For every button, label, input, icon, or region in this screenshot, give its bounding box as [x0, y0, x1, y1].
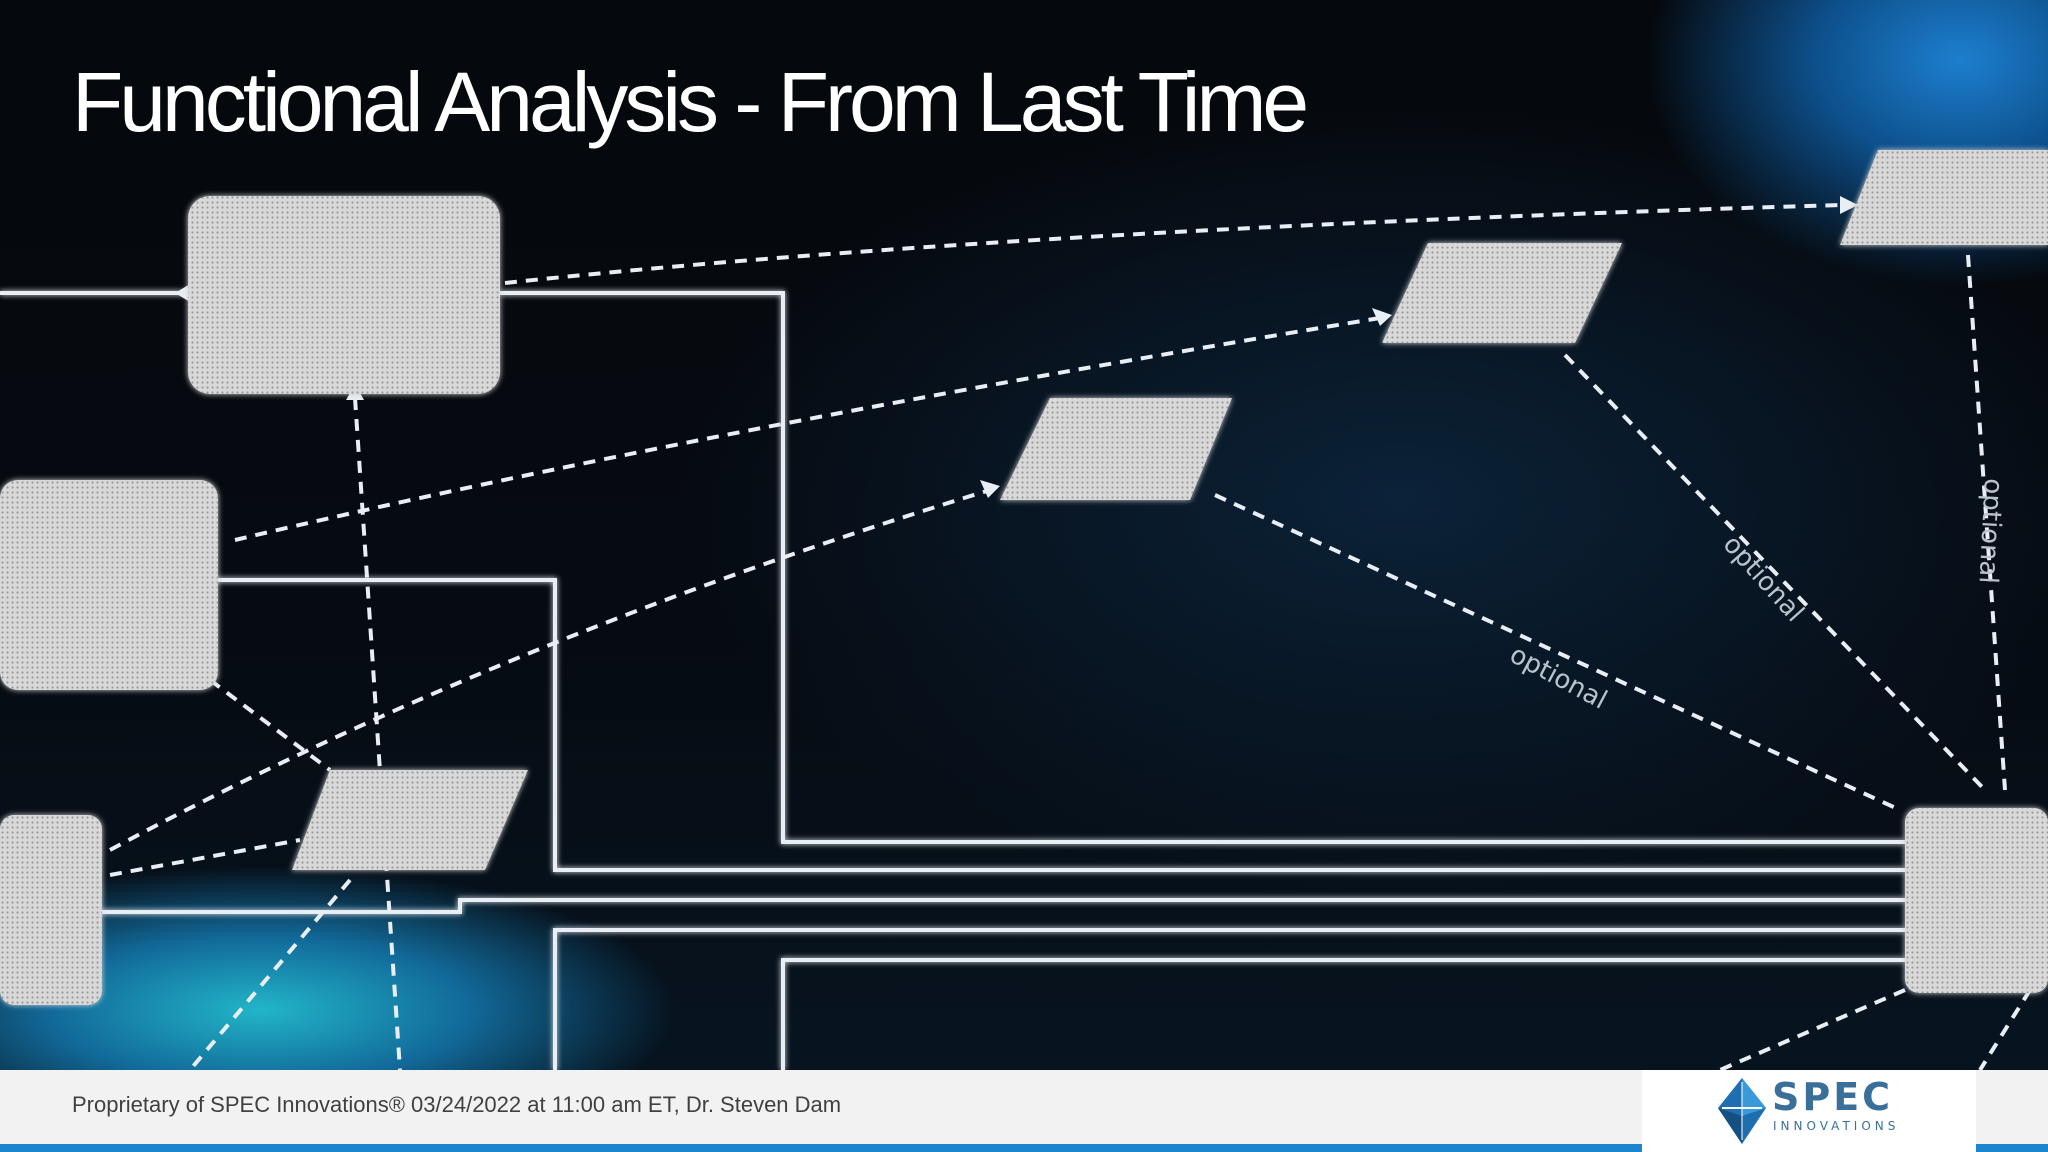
slide-title: Functional Analysis - From Last Time — [72, 55, 1309, 149]
optional-label-2: optional — [1717, 530, 1810, 628]
solid-connectors — [0, 291, 1905, 1070]
footer-text: Proprietary of SPEC Innovations® 03/24/2… — [72, 1092, 842, 1117]
spec-diamond-logo-icon — [1718, 1078, 1766, 1144]
process-blocks — [0, 196, 2048, 1005]
flow-diagram-illustration: optional optional optional — [0, 150, 2048, 1070]
spec-logo: SPEC INNOVATIONS — [1642, 1070, 1976, 1152]
dashed-connectors — [109, 203, 2032, 1070]
background-diagram-image: optional optional optional — [0, 0, 2048, 1070]
optional-label-3: optional — [1972, 478, 2007, 585]
optional-labels: optional optional optional — [1505, 478, 2008, 716]
footer-accent-bar-right — [1976, 1144, 2048, 1152]
footer: Proprietary of SPEC Innovations® 03/24/2… — [0, 1070, 2048, 1152]
data-blocks — [292, 150, 2048, 870]
optional-label-1: optional — [1505, 640, 1612, 716]
footer-accent-bar — [0, 1144, 1642, 1152]
logo-subtitle: INNOVATIONS — [1773, 1119, 1900, 1133]
logo-name: SPEC — [1772, 1075, 1894, 1119]
